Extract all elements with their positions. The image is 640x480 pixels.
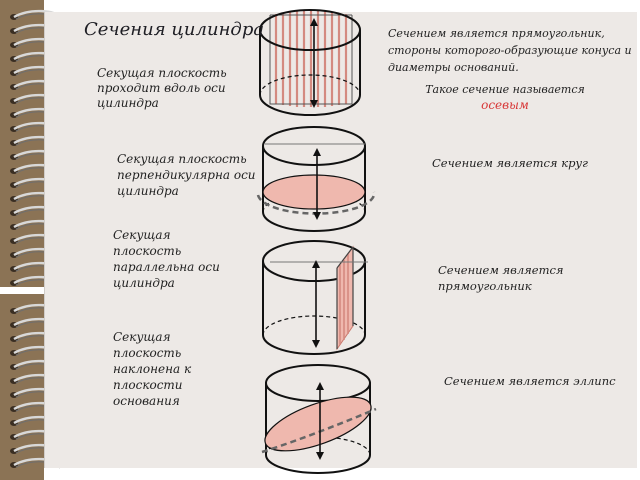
- condition-parallel: Секущая плоскость параллельна оси цилинд…: [113, 228, 220, 290]
- cylinder-parallel-section: [262, 240, 368, 355]
- result-axial: Сечением является прямоугольник, стороны…: [388, 27, 632, 74]
- slide-panel: [44, 12, 637, 468]
- result-perpendicular: Сечением является круг: [432, 156, 588, 170]
- result-parallel: Сечением является прямоугольник: [438, 263, 564, 293]
- ellipse-section: [264, 396, 372, 452]
- condition-inclined: Секущая плоскость наклонена к плоскости …: [113, 330, 192, 408]
- axial-rectangle: [274, 11, 348, 107]
- spine-divider: [0, 287, 44, 294]
- cylinder-perpendicular-section: [256, 126, 376, 232]
- condition-perpendicular: Секущая плоскость перпендикулярна оси ци…: [117, 152, 256, 198]
- cylinder-inclined-section: [261, 364, 377, 474]
- condition-axial: Секущая плоскость проходит вдоль оси цил…: [97, 66, 227, 110]
- page-title: Сечения цилиндра: [84, 19, 265, 40]
- circle-section: [262, 174, 366, 210]
- cylinder-axial-section: [259, 9, 361, 116]
- axial-note: Такое сечение называется: [425, 83, 585, 96]
- axial-term-highlight: осевым: [481, 98, 529, 112]
- result-inclined: Сечением является эллипс: [444, 374, 616, 388]
